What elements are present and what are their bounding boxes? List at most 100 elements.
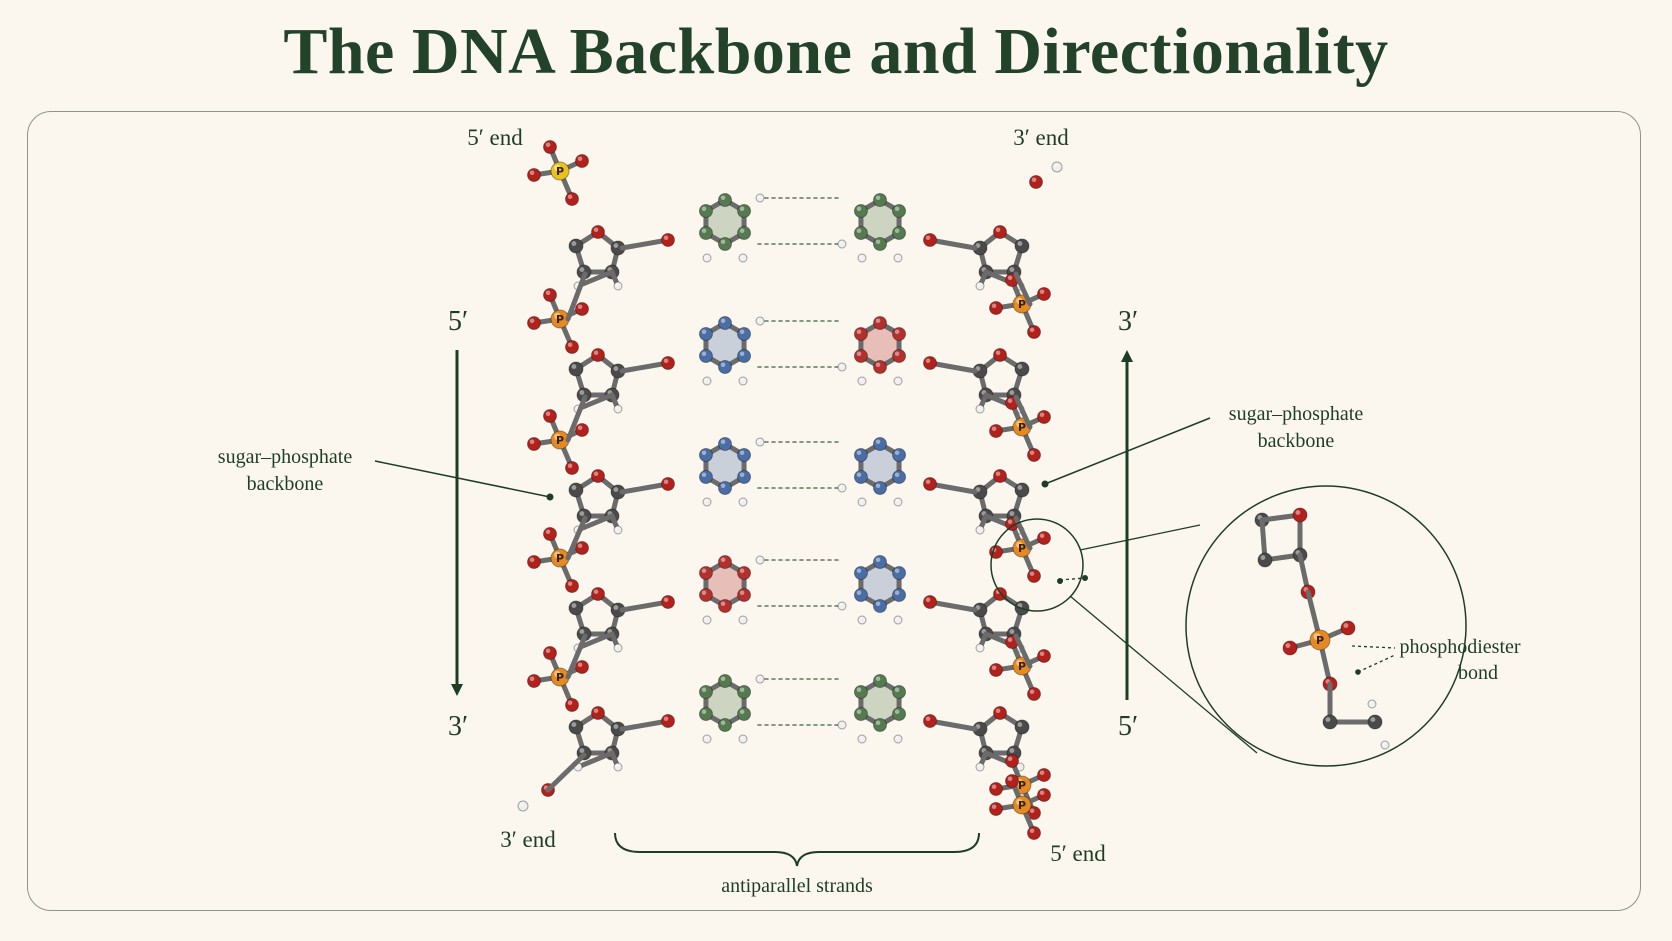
svg-text:P: P — [1018, 799, 1026, 812]
oxygen-atom — [1340, 620, 1356, 636]
base-atom — [737, 588, 752, 602]
left-strand-direction-arrow: 5′ 3′ — [448, 306, 468, 742]
right-base-red — [853, 316, 907, 386]
covalent-bond — [619, 481, 671, 495]
oxygen-atom — [923, 595, 937, 609]
right-phosphate: P — [989, 635, 1051, 701]
base-atom — [892, 588, 907, 602]
svg-text:P: P — [1018, 421, 1026, 434]
base-atom — [853, 226, 868, 240]
svg-text:P: P — [556, 313, 564, 326]
hydrogen-atom — [837, 483, 847, 493]
oxygen-atom — [591, 706, 605, 720]
left-backbone-callout: sugar–phosphate backbone — [218, 446, 554, 501]
svg-text:P: P — [556, 165, 564, 178]
oxygen-atom — [527, 168, 541, 182]
oxygen-atom — [1027, 325, 1041, 339]
left-backbone-label-line1: sugar–phosphate — [218, 446, 353, 468]
left-base-blue — [698, 316, 752, 386]
right-phosphate: P — [989, 273, 1051, 339]
base-atom — [853, 707, 868, 721]
hydrogen-atom — [857, 734, 867, 744]
right-backbone-callout: sugar–phosphate backbone — [1041, 403, 1363, 488]
oxygen-atom — [527, 437, 541, 451]
oxygen-atom — [1282, 640, 1298, 656]
right-phosphate: P — [989, 517, 1051, 583]
right-sugar — [972, 469, 1030, 535]
hydrogen-atom — [975, 404, 985, 414]
right-base-blue — [853, 555, 907, 625]
base-atom — [873, 316, 887, 330]
covalent-bond — [565, 394, 588, 443]
oxygen-atom — [1027, 687, 1041, 701]
oxygen-atom — [591, 348, 605, 362]
covalent-bond — [927, 481, 978, 495]
left-phosphate: P — [527, 409, 589, 475]
hydrogen-atom — [893, 376, 903, 386]
oxygen-atom — [989, 782, 1003, 796]
page-title: The DNA Backbone and Directionality — [283, 15, 1389, 88]
right-arrow-3-prime-label: 3′ — [1118, 306, 1138, 337]
oxygen-atom — [993, 706, 1007, 720]
oxygen-atom — [989, 802, 1003, 816]
antiparallel-label: antiparallel strands — [721, 875, 873, 897]
oxygen-atom — [989, 424, 1003, 438]
base-atom — [698, 327, 713, 341]
svg-text:P: P — [1018, 298, 1026, 311]
base-atom — [698, 566, 713, 580]
base-atom — [853, 470, 868, 484]
oxygen-atom — [565, 579, 579, 593]
oxygen-atom — [543, 646, 557, 660]
base-atom — [718, 193, 732, 207]
base-atom — [892, 327, 907, 341]
left-backbone-label-line2: backbone — [247, 473, 324, 495]
left-sugar — [568, 348, 626, 414]
oxygen-atom — [923, 714, 937, 728]
oxygen-atom — [923, 477, 937, 491]
base-atom — [892, 470, 907, 484]
covalent-bond — [619, 599, 671, 613]
terminal-right-phosphate: P — [989, 774, 1051, 840]
base-ring-fill — [705, 323, 745, 367]
left-strand-5-end-label: 5′ end — [467, 125, 523, 150]
hydrogen-atom — [1367, 699, 1377, 709]
left-phosphate: P — [527, 140, 589, 206]
base-atom — [853, 588, 868, 602]
oxygen-atom — [591, 225, 605, 239]
carbon-atom — [1014, 482, 1030, 498]
base-atom — [892, 566, 907, 580]
oxygen-atom — [565, 340, 579, 354]
base-atom — [737, 470, 752, 484]
hydrogen-atom — [857, 376, 867, 386]
svg-text:P: P — [1018, 779, 1026, 792]
left-phosphate: P — [527, 288, 589, 354]
oxygen-atom — [591, 587, 605, 601]
zoom-atom — [1292, 507, 1308, 523]
oxygen-atom — [575, 423, 589, 437]
oxygen-atom — [543, 527, 557, 541]
oxygen-atom — [1005, 754, 1019, 768]
oxygen-atom — [661, 233, 675, 247]
svg-text:P: P — [1018, 660, 1026, 673]
base-atom — [718, 674, 732, 688]
oxygen-atom — [575, 660, 589, 674]
phosphorus-atom: P — [550, 161, 570, 181]
base-atom — [853, 327, 868, 341]
base-atom — [892, 685, 907, 699]
base-atom — [873, 193, 887, 207]
oxygen-atom — [1037, 788, 1051, 802]
base-atom — [853, 204, 868, 218]
right-base-blue — [853, 437, 907, 507]
right-sugar — [972, 706, 1030, 772]
hydrogen-atom — [613, 404, 623, 414]
base-atom — [718, 437, 732, 451]
svg-text:P: P — [556, 671, 564, 684]
hydrogen-atom — [837, 601, 847, 611]
right-strand-direction-arrow: 3′ 5′ — [1118, 306, 1138, 742]
base-atom — [873, 599, 887, 613]
base-pair-row — [755, 437, 847, 493]
base-atom — [873, 360, 887, 374]
carbon-atom — [1367, 714, 1383, 730]
